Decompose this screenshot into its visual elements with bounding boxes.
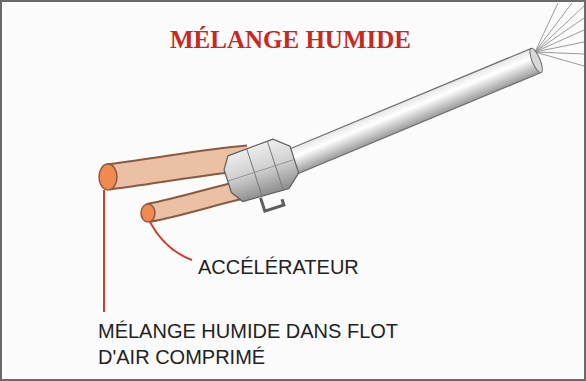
- part-label: MÉLANGE HUMIDE DANS FLOT D'AIR COMPRIMÉ: [98, 318, 408, 370]
- spray-lines: [535, 3, 584, 66]
- hose-end: [99, 164, 117, 190]
- hose-end: [141, 204, 155, 222]
- connector: [220, 135, 307, 219]
- leader-lines: [104, 190, 192, 312]
- part-label: ACCÉLÉRATEUR: [198, 254, 359, 280]
- diagram-title: MÉLANGE HUMIDE: [170, 26, 411, 54]
- nozzle-tube: [280, 47, 545, 177]
